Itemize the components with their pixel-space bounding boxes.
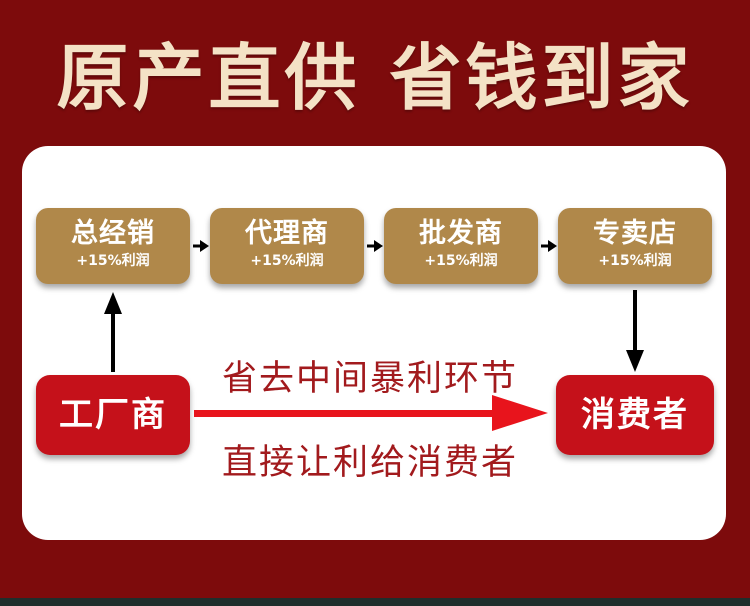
arrow-up-factory: [104, 292, 122, 372]
chain-arrow-3: [541, 240, 557, 252]
chain-arrow-2: [367, 240, 383, 252]
node-margin: +15%利润: [424, 253, 498, 269]
chain-arrow-1: [193, 240, 209, 252]
node-margin: +15%利润: [250, 253, 324, 269]
bottom-band: [0, 598, 750, 606]
node-general-distributor: 总经销 +15%利润: [36, 208, 190, 284]
direct-arrow: [194, 395, 548, 431]
node-retail-store: 专卖店 +15%利润: [558, 208, 712, 284]
caption-bottom: 直接让利给消费者: [221, 443, 518, 483]
node-margin: +15%利润: [76, 253, 150, 269]
caption-top: 省去中间暴利环节: [221, 359, 518, 399]
node-title: 批发商: [419, 218, 503, 249]
arrow-down-consumer: [626, 290, 644, 372]
node-margin: +15%利润: [598, 253, 672, 269]
node-title: 代理商: [245, 218, 329, 249]
node-title: 总经销: [71, 218, 155, 249]
node-agent: 代理商 +15%利润: [210, 208, 364, 284]
headline: 原产直供 省钱到家: [56, 35, 694, 120]
node-title: 专卖店: [593, 218, 677, 249]
node-consumer: 消费者: [556, 375, 714, 455]
node-factory: 工厂商: [36, 375, 190, 455]
node-wholesaler: 批发商 +15%利润: [384, 208, 538, 284]
